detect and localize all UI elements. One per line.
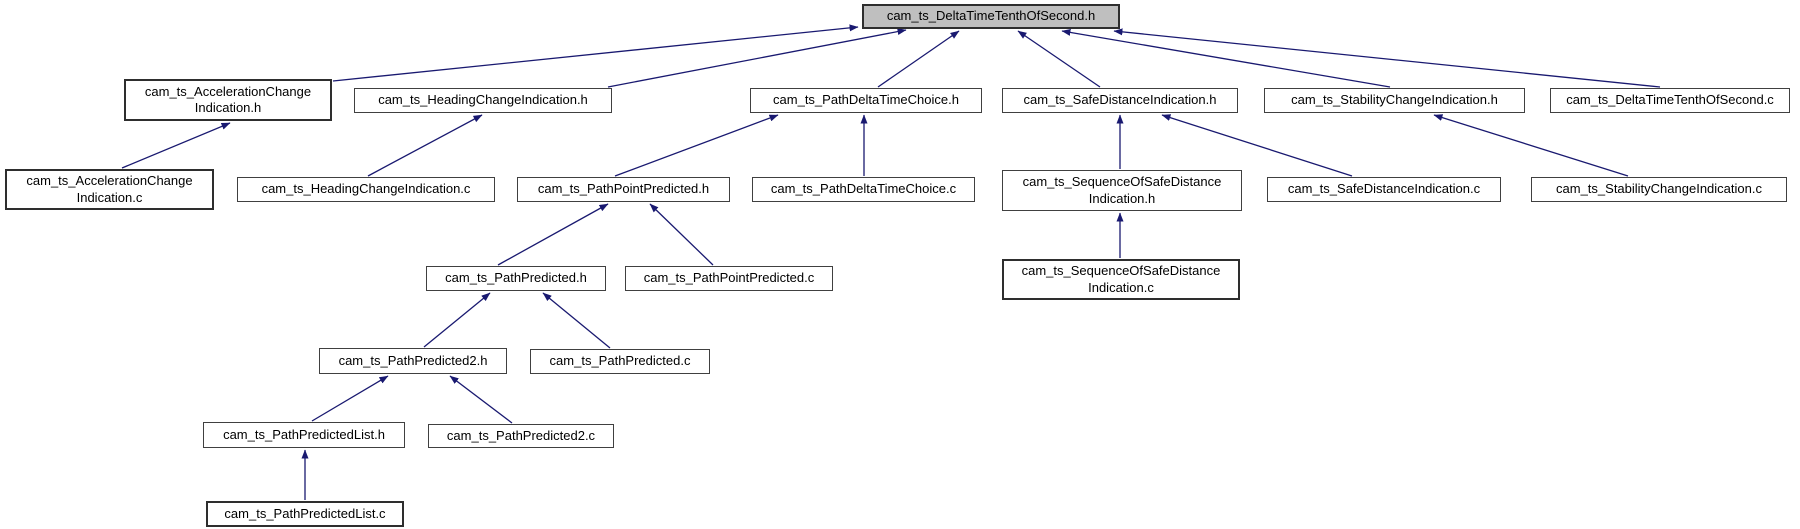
node-cam_ts_PathPredicted_h[interactable]: cam_ts_PathPredicted.h <box>426 266 606 291</box>
edge-cam_ts_PathPointPredicted_c-includes-cam_ts_PathPointPredicted_h <box>649 203 714 266</box>
node-label: Indication.c <box>1088 279 1154 295</box>
edge-cam_ts_StabilityChangeIndication_h-includes-cam_ts_DeltaTimeTenthOfSecond_h <box>1061 28 1391 88</box>
node-label: cam_ts_HeadingChangeIndication.c <box>261 181 471 197</box>
edge-cam_ts_HeadingChangeIndication_c-includes-cam_ts_HeadingChangeIndication_h <box>367 114 483 177</box>
edge-cam_ts_AccelerationChangeIndication_h-includes-cam_ts_DeltaTimeTenthOfSecond_h <box>332 24 859 82</box>
node-label: cam_ts_PathPointPredicted.h <box>537 181 710 197</box>
node-cam_ts_PathDeltaTimeChoice_h[interactable]: cam_ts_PathDeltaTimeChoice.h <box>750 88 982 113</box>
node-label: cam_ts_PathDeltaTimeChoice.h <box>773 92 959 108</box>
node-cam_ts_PathPointPredicted_h[interactable]: cam_ts_PathPointPredicted.h <box>517 177 730 202</box>
node-cam_ts_PathPredicted_c[interactable]: cam_ts_PathPredicted.c <box>530 349 710 374</box>
node-cam_ts_PathPointPredicted_c[interactable]: cam_ts_PathPointPredicted.c <box>625 266 833 291</box>
edge-cam_ts_PathPredicted_h-includes-cam_ts_PathPointPredicted_h <box>497 203 609 266</box>
node-label: cam_ts_PathPredictedList.h <box>223 426 385 442</box>
node-cam_ts_HeadingChangeIndication_h[interactable]: cam_ts_HeadingChangeIndication.h <box>354 88 612 113</box>
node-cam_ts_PathPredicted2_c[interactable]: cam_ts_PathPredicted2.c <box>428 424 614 448</box>
edge-cam_ts_PathDeltaTimeChoice_h-includes-cam_ts_DeltaTimeTenthOfSecond_h <box>877 30 960 88</box>
node-label: cam_ts_DeltaTimeTenthOfSecond.h <box>886 8 1096 24</box>
node-label: cam_ts_StabilityChangeIndication.h <box>1291 92 1498 108</box>
node-label: cam_ts_StabilityChangeIndication.c <box>1556 181 1762 197</box>
edge-cam_ts_HeadingChangeIndication_h-includes-cam_ts_DeltaTimeTenthOfSecond_h <box>607 28 907 88</box>
node-label: Indication.h <box>1088 190 1156 206</box>
edge-cam_ts_PathPredicted2_h-includes-cam_ts_PathPredicted_h <box>423 292 491 348</box>
node-label: cam_ts_SafeDistanceIndication.h <box>1023 92 1217 108</box>
node-label: cam_ts_SafeDistanceIndication.c <box>1287 181 1481 197</box>
edge-cam_ts_PathPointPredicted_h-includes-cam_ts_PathDeltaTimeChoice_h <box>614 114 779 177</box>
node-label: cam_ts_PathPredicted2.c <box>446 427 596 443</box>
node-cam_ts_StabilityChangeIndication_h[interactable]: cam_ts_StabilityChangeIndication.h <box>1264 88 1525 113</box>
node-label: cam_ts_PathPredicted.h <box>445 270 587 286</box>
node-label: Indication.h <box>194 100 262 115</box>
edge-cam_ts_StabilityChangeIndication_c-includes-cam_ts_StabilityChangeIndication_h <box>1433 114 1629 177</box>
edge-cam_ts_DeltaTimeTenthOfSecond_c-includes-cam_ts_DeltaTimeTenthOfSecond_h <box>1113 28 1661 88</box>
node-cam_ts_DeltaTimeTenthOfSecond_h[interactable]: cam_ts_DeltaTimeTenthOfSecond.h <box>862 4 1120 29</box>
node-label: cam_ts_AccelerationChange <box>144 83 312 99</box>
node-label: cam_ts_SequenceOfSafeDistance <box>1021 263 1221 278</box>
node-label: cam_ts_PathPointPredicted.c <box>643 270 815 286</box>
node-label: Indication.c <box>76 189 143 205</box>
node-label: cam_ts_HeadingChangeIndication.h <box>378 92 588 108</box>
node-label: cam_ts_PathPredicted2.h <box>338 352 488 368</box>
node-label: cam_ts_PathDeltaTimeChoice.c <box>770 181 957 197</box>
node-cam_ts_HeadingChangeIndication_c[interactable]: cam_ts_HeadingChangeIndication.c <box>237 177 495 202</box>
node-label: cam_ts_DeltaTimeTenthOfSecond.c <box>1566 92 1774 108</box>
edge-cam_ts_PathPredicted_c-includes-cam_ts_PathPredicted_h <box>542 292 611 349</box>
node-cam_ts_DeltaTimeTenthOfSecond_c[interactable]: cam_ts_DeltaTimeTenthOfSecond.c <box>1550 88 1790 113</box>
node-cam_ts_PathPredictedList_c[interactable]: cam_ts_PathPredictedList.c <box>206 501 404 527</box>
node-label: cam_ts_SequenceOfSafeDistance <box>1022 174 1222 189</box>
node-cam_ts_SafeDistanceIndication_h[interactable]: cam_ts_SafeDistanceIndication.h <box>1002 88 1238 113</box>
edge-cam_ts_AccelerationChangeIndication_c-includes-cam_ts_AccelerationChangeIndication_h <box>121 122 231 169</box>
node-cam_ts_StabilityChangeIndication_c[interactable]: cam_ts_StabilityChangeIndication.c <box>1531 177 1787 202</box>
edge-cam_ts_SafeDistanceIndication_c-includes-cam_ts_SafeDistanceIndication_h <box>1161 114 1353 177</box>
node-cam_ts_SafeDistanceIndication_c[interactable]: cam_ts_SafeDistanceIndication.c <box>1267 177 1501 202</box>
node-cam_ts_PathPredictedList_h[interactable]: cam_ts_PathPredictedList.h <box>203 422 405 448</box>
edge-cam_ts_PathPredicted2_c-includes-cam_ts_PathPredicted2_h <box>449 375 513 424</box>
node-label: cam_ts_AccelerationChange <box>26 173 193 188</box>
edge-cam_ts_SafeDistanceIndication_h-includes-cam_ts_DeltaTimeTenthOfSecond_h <box>1017 30 1101 88</box>
node-label: cam_ts_PathPredictedList.c <box>224 505 386 521</box>
node-cam_ts_PathDeltaTimeChoice_c[interactable]: cam_ts_PathDeltaTimeChoice.c <box>752 177 975 202</box>
edge-cam_ts_PathPredictedList_h-includes-cam_ts_PathPredicted2_h <box>311 375 389 422</box>
node-label: cam_ts_PathPredicted.c <box>549 353 691 369</box>
node-cam_ts_PathPredicted2_h[interactable]: cam_ts_PathPredicted2.h <box>319 348 507 374</box>
